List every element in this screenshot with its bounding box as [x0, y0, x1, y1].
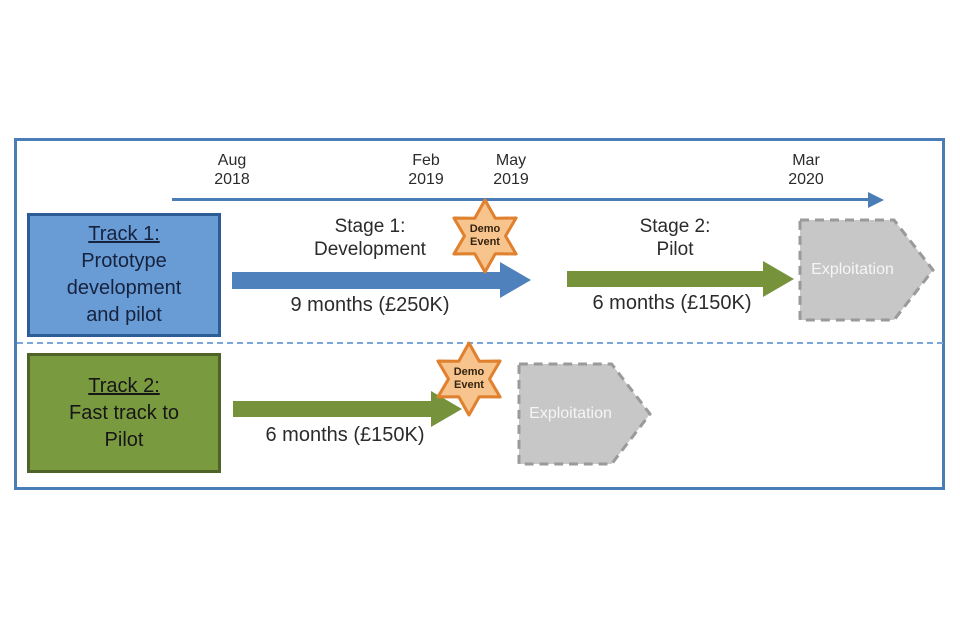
stage2-label-line2: Pilot	[656, 239, 694, 260]
track2-demo-event-label: Demo Event	[428, 341, 510, 417]
track2-duration: 6 months (£150K)	[265, 424, 425, 446]
star-icon	[436, 341, 502, 417]
track1-title: Track 1:	[88, 223, 160, 245]
track2-subtitle-line: Fast track to	[68, 401, 180, 424]
stage1-arrow	[232, 272, 501, 289]
stage1-arrowhead-icon	[500, 262, 531, 298]
demo-label-line1: Demo	[469, 223, 501, 235]
track1-demo-event-label: Demo Event	[444, 198, 526, 274]
track2-exploitation-shape: Exploitation	[517, 362, 652, 466]
track1-subtitle-line: development	[66, 277, 182, 299]
track1-subtitle-line: and pilot	[86, 304, 162, 326]
tick-year: 2019	[493, 171, 529, 188]
timeline-tick-may-2019: May 2019	[475, 151, 547, 189]
star-icon	[452, 198, 518, 274]
stage2-arrow	[567, 271, 763, 287]
track1-exploitation-shape: Exploitation	[798, 218, 935, 322]
stage2-arrowhead-icon	[763, 261, 794, 297]
pentagon-icon	[517, 362, 652, 466]
tick-month: Mar	[792, 152, 820, 169]
tick-month: May	[495, 152, 527, 169]
demo-label-line2: Event	[454, 379, 484, 391]
track2-demo-event-star: Demo Event	[428, 341, 510, 417]
tick-month: Feb	[412, 152, 440, 169]
track2-exploitation-label: Exploitation	[529, 405, 612, 422]
track1-box: Track 1: Prototype development and pilot	[27, 213, 221, 337]
pentagon-icon	[798, 218, 935, 322]
track2-box: Track 2: Fast track to Pilot	[27, 353, 221, 473]
timeline-tick-feb-2019: Feb 2019	[390, 151, 462, 189]
track1-demo-event-star: Demo Event	[444, 198, 526, 274]
demo-label-line2: Event	[470, 236, 500, 248]
track-divider-line	[17, 342, 943, 344]
stage1-label-line2: Development	[314, 239, 426, 260]
track2-title: Track 2:	[88, 374, 160, 397]
tick-year: 2020	[788, 171, 824, 188]
stage1-label: Stage 1: Development	[280, 215, 460, 261]
track2-subtitle-line: Pilot	[104, 428, 144, 451]
timeline-tick-aug-2018: Aug 2018	[196, 151, 268, 189]
timeline-axis-line	[172, 198, 870, 201]
timeline-axis-arrowhead-icon	[868, 192, 884, 208]
stage2-label-line1: Stage 2:	[639, 216, 711, 237]
tick-month: Aug	[217, 152, 247, 169]
demo-label-line1: Demo	[453, 366, 485, 378]
tick-year: 2018	[214, 171, 250, 188]
stage2-label: Stage 2: Pilot	[585, 215, 765, 261]
track2-arrow	[233, 401, 431, 417]
track1-exploitation-label: Exploitation	[811, 261, 894, 278]
timeline-tick-mar-2020: Mar 2020	[770, 151, 842, 189]
stage2-duration: 6 months (£150K)	[592, 292, 752, 314]
stage1-label-line1: Stage 1:	[334, 216, 406, 237]
tick-year: 2019	[408, 171, 444, 188]
stage1-duration: 9 months (£250K)	[290, 294, 450, 316]
track1-subtitle-line: Prototype	[81, 250, 167, 272]
